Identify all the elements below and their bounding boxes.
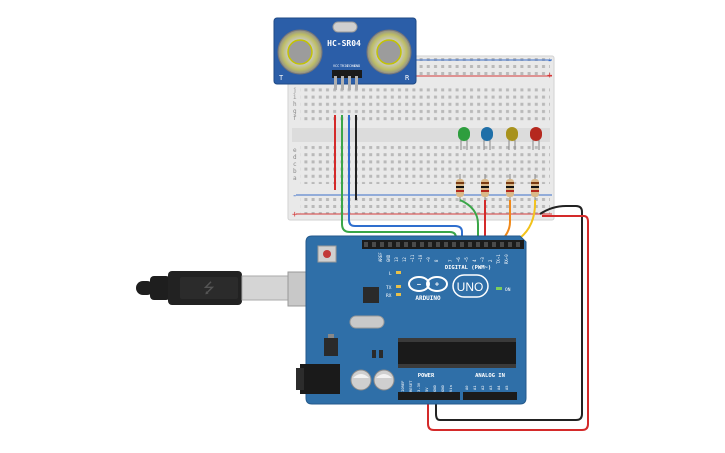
- svg-text:+: +: [435, 281, 439, 289]
- arduino-model: UNO: [457, 280, 484, 294]
- resistor[interactable]: [531, 174, 539, 202]
- pin-label-aref: AREF: [378, 252, 383, 262]
- led-yellow[interactable]: [506, 127, 518, 150]
- digital-pin-label: ~5: [464, 257, 469, 262]
- tx-led-label: TX: [386, 285, 392, 291]
- resistor[interactable]: [456, 174, 464, 202]
- row-letter: d: [293, 154, 297, 161]
- power-pin-label: GND: [440, 384, 445, 392]
- l-led-label: L: [389, 271, 392, 277]
- power-pin-label: Vin: [448, 385, 453, 392]
- row-letter: a: [293, 175, 297, 182]
- digital-pin-label: ~3: [480, 257, 485, 262]
- row-letter: f: [293, 115, 297, 122]
- analog-pin-label: A3: [488, 385, 493, 390]
- rail-plus-top: +: [547, 71, 553, 81]
- sensor-pin-label: VCC: [333, 64, 339, 68]
- analog-pin-label: A4: [496, 385, 501, 390]
- reset-button[interactable]: [323, 250, 331, 258]
- ultrasonic-sensor[interactable]: HC-SR04 T R VCC TRIG ECHO GND: [273, 17, 417, 90]
- row-letter: h: [293, 101, 297, 108]
- led-red[interactable]: [530, 127, 542, 150]
- usb-cable[interactable]: ⭍: [136, 271, 323, 307]
- microcontroller-chip: [398, 338, 516, 368]
- sensor-side-left: T: [279, 74, 284, 82]
- digital-pin-label: ~6: [456, 257, 461, 262]
- row-letters-bottom: e d c b a: [293, 147, 297, 182]
- digital-label: DIGITAL (PWM~): [445, 265, 491, 271]
- leds: [458, 127, 542, 150]
- led-green[interactable]: [458, 127, 470, 150]
- sensor-pin-label: ECHO: [347, 64, 355, 68]
- power-pin-label: RESET: [408, 380, 413, 392]
- rail-plus-bottom: +: [292, 210, 298, 220]
- digital-pin-label: 13: [394, 257, 399, 262]
- analog-pin-label: A2: [480, 385, 485, 390]
- power-label: POWER: [418, 373, 435, 379]
- digital-pin-label: TX→1: [496, 254, 501, 264]
- digital-pin-label: ~11: [410, 254, 415, 262]
- power-pin-label: 5V: [424, 387, 429, 392]
- digital-pin-label: ~10: [418, 254, 423, 262]
- arduino-uno[interactable]: AREF GND 13 12 ~11 ~10 ~9 8 7 ~6 ~5 4 ~3…: [296, 235, 527, 405]
- digital-pin-label: 12: [402, 257, 407, 262]
- digital-pin-label: ~9: [426, 257, 431, 262]
- row-letter: e: [293, 147, 297, 154]
- resistor[interactable]: [506, 174, 514, 202]
- row-letter: c: [293, 161, 297, 168]
- wire-blue-echo: [348, 115, 463, 248]
- rail-minus-bottom: -: [292, 191, 297, 201]
- power-pin-label: GND: [432, 384, 437, 392]
- power-pin-label: 3.3V: [416, 382, 421, 392]
- analog-pin-label: A5: [504, 385, 509, 390]
- row-letter: j: [293, 87, 297, 94]
- svg-text:−: −: [417, 281, 421, 289]
- rx-led-label: RX: [386, 293, 392, 299]
- power-pin-label: IOREF: [400, 380, 405, 392]
- analog-pin-label: A1: [472, 385, 477, 390]
- wire-black-ground-loop: [435, 205, 583, 421]
- row-letters-top: j i h g f: [293, 87, 297, 122]
- pin-label-gnd: GND: [386, 254, 391, 262]
- digital-pin-label: RX←0: [504, 254, 509, 264]
- sensor-side-right: R: [405, 74, 410, 82]
- sensor-label: HC-SR04: [327, 39, 361, 48]
- row-letter: i: [293, 94, 297, 101]
- digital-pin-label: 2: [488, 259, 493, 262]
- digital-pin-label: 8: [434, 259, 439, 262]
- sensor-pin-label: TRIG: [340, 64, 348, 68]
- digital-pin-label: 7: [448, 259, 453, 262]
- row-letter: g: [293, 108, 297, 115]
- arduino-brand: ARDUINO: [415, 295, 441, 302]
- resistor[interactable]: [481, 174, 489, 202]
- analog-pin-label: A0: [464, 385, 469, 390]
- analog-label: ANALOG IN: [475, 373, 505, 379]
- resistors: [456, 174, 539, 202]
- usb-icon: ⭍: [203, 281, 215, 297]
- rail-minus-top: -: [547, 56, 552, 66]
- row-letter: b: [293, 168, 297, 175]
- sensor-pin-label: GND: [354, 64, 360, 68]
- wire-red-power-loop: [427, 215, 589, 431]
- led-blue[interactable]: [481, 127, 493, 150]
- arduino-logo: − +: [408, 276, 448, 292]
- on-led-label: ON: [505, 287, 511, 293]
- digital-pin-label: 4: [472, 259, 477, 262]
